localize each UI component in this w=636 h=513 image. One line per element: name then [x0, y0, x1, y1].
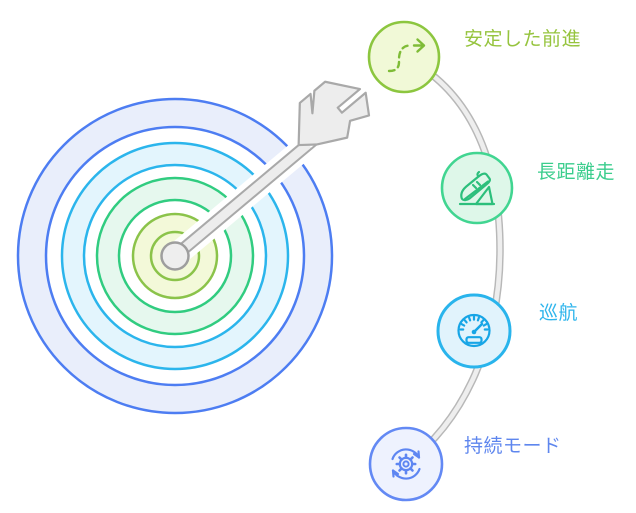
ring-lime-inner	[149, 230, 201, 282]
arrow-shaft	[180, 139, 312, 253]
dashed-arrow-icon	[387, 38, 426, 73]
node-cruising	[436, 293, 512, 369]
speedometer-icon	[457, 313, 491, 348]
dart-arrow	[170, 76, 375, 263]
running-shoe-icon	[458, 170, 496, 206]
gear-sync-icon	[391, 448, 421, 480]
node-label-sustain-mode: 持続モード	[464, 435, 562, 457]
curve-connector	[402, 53, 504, 468]
node-long-distance-run	[440, 151, 514, 225]
node-sustain-mode	[368, 426, 444, 502]
node-label-steady-progress: 安定した前進	[464, 28, 582, 50]
node-label-cruising: 巡航	[539, 302, 579, 324]
dart-tip-circle	[160, 241, 190, 271]
arrow-fletching	[297, 80, 371, 147]
node-label-long-distance-run: 長距離走	[537, 161, 616, 183]
node-steady-progress	[367, 20, 441, 94]
